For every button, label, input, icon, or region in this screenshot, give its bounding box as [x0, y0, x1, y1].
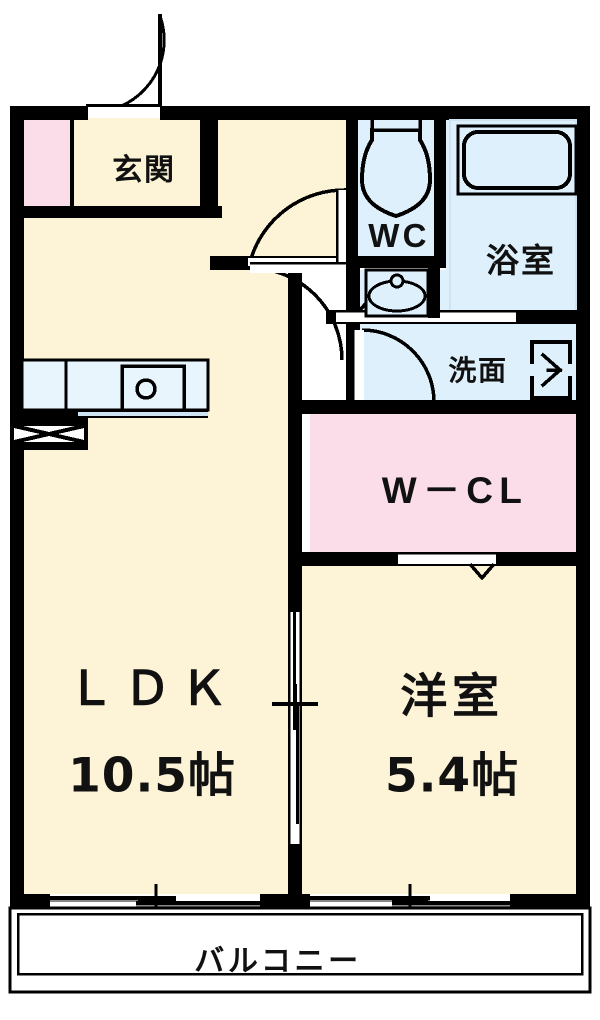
wc-room [346, 116, 446, 268]
kitchen-counter [20, 358, 210, 418]
senmen-room [290, 268, 578, 414]
floor-ldk-2 [22, 210, 292, 900]
floor-shoe-cabinet [22, 118, 72, 210]
entrance-door [86, 14, 166, 114]
kitchen-window [10, 418, 88, 450]
floor-fills [22, 118, 578, 900]
balcony [8, 906, 592, 994]
floor-wcl [310, 412, 578, 558]
room-sliding-door [272, 612, 318, 844]
hall-to-ldk-door [249, 262, 346, 361]
shoe-cabinet [70, 118, 74, 212]
wcl-closet [290, 552, 578, 580]
floor-youshitsu [302, 566, 578, 900]
washing-machine-space-icon [530, 340, 572, 400]
floor-senmen-2 [358, 318, 578, 402]
